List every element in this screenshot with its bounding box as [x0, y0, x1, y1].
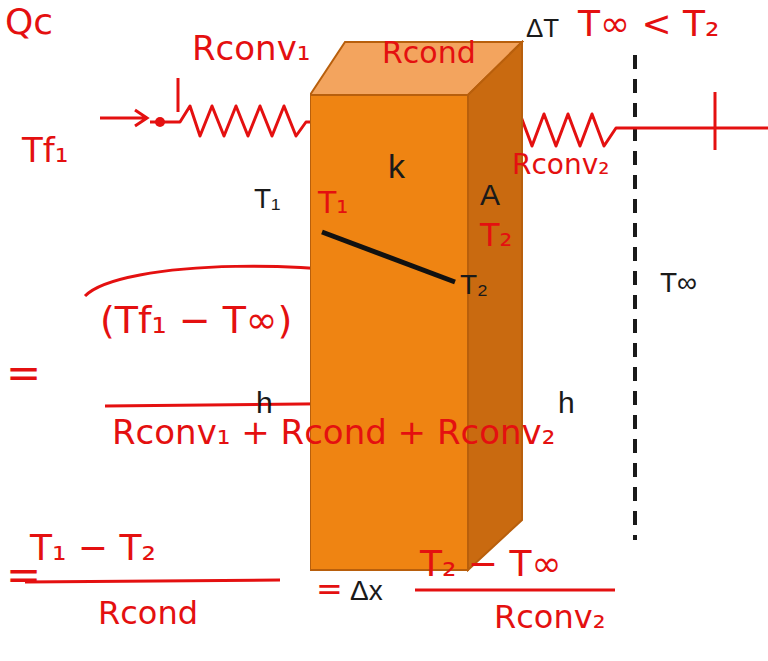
temperature-label: T₁	[254, 184, 281, 215]
temperature-label: Tf₁	[22, 132, 68, 169]
numerator: T₂ − T∞	[420, 544, 561, 584]
divider-tick	[177, 78, 180, 112]
numerator: (Tf₁ − T∞)	[100, 300, 292, 342]
denominator: Rconv₁ + Rcond + Rconv₂	[112, 414, 555, 451]
resistance-label: Rconv₁	[192, 30, 310, 67]
slab-face	[468, 42, 522, 570]
temperature-label: T₂	[480, 218, 512, 253]
resistance-label: Rconv₂	[512, 150, 610, 181]
wall-slab: kA	[310, 40, 524, 572]
area-label: A	[480, 178, 500, 211]
temperature-label: T₁	[318, 186, 348, 219]
coefficient-label: h	[558, 386, 575, 419]
denominator: Rcond	[98, 596, 198, 631]
temperature-label: T₂	[460, 270, 488, 301]
flow-arrow	[100, 110, 147, 126]
temperature-profile	[322, 232, 455, 282]
slab-face	[310, 95, 468, 570]
fraction-bar	[415, 589, 615, 592]
flow-label: Qc	[5, 2, 53, 42]
divider-tick	[714, 92, 717, 150]
conductivity-label: k	[388, 148, 405, 185]
equals-sign: =	[6, 350, 41, 396]
numerator: T₁ − T₂	[30, 528, 156, 568]
fraction-bar	[25, 580, 280, 582]
condition-note: T∞ < T₂	[578, 4, 719, 44]
denominator: Rconv₂	[494, 600, 605, 635]
resistance-label: Rcond	[382, 36, 476, 69]
equals-sign: =	[316, 572, 343, 607]
dimension-label: Δx	[350, 576, 383, 607]
slab-shape	[310, 40, 524, 572]
temperature-label: T∞	[660, 268, 697, 299]
temperature-label: ΔT	[526, 14, 559, 43]
